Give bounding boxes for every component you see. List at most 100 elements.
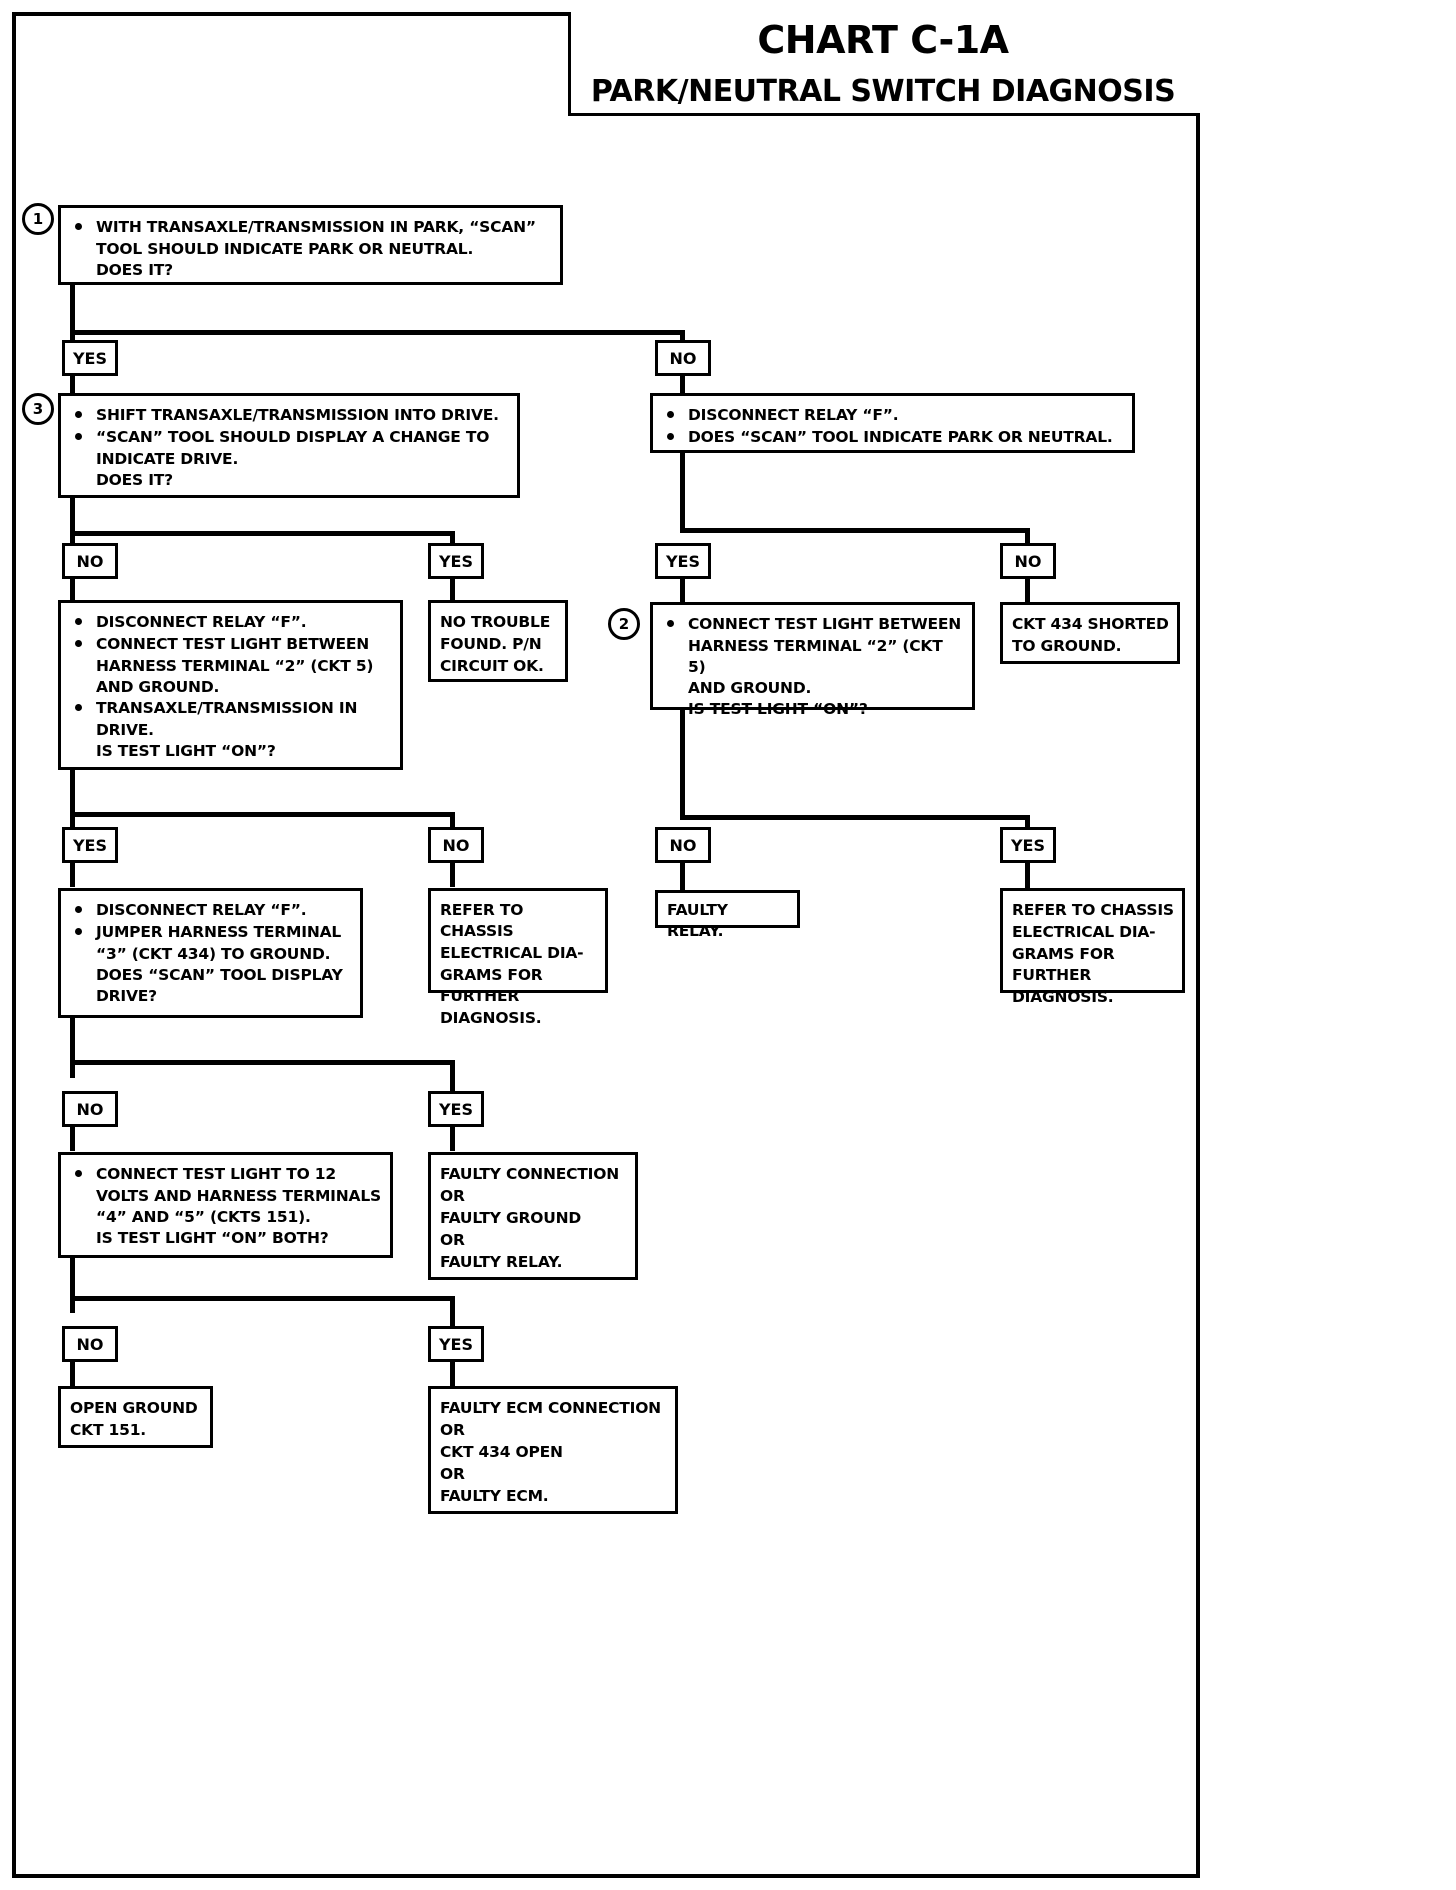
node-line: GRAMS FOR FURTHER: [440, 966, 543, 1006]
connector-jp-down: [70, 1018, 75, 1078]
connector-jp-right-down: [450, 1060, 455, 1093]
connector-n3-split: [70, 531, 455, 536]
node-line: “SCAN” TOOL SHOULD DISPLAY A CHANGE TO: [96, 428, 490, 447]
bullet-dot: [75, 640, 82, 648]
bullet-item: DISCONNECT RELAY “F”.: [71, 612, 392, 633]
node-line: DISCONNECT RELAY “F”.: [96, 901, 307, 919]
node-line: FAULTY CONNECTION: [440, 1165, 619, 1183]
bullet-item: “SCAN” TOOL SHOULD DISPLAY A CHANGE TO: [71, 427, 509, 448]
branch-label-no: NO: [655, 340, 711, 376]
bullet-item: TRANSAXLE/TRANSMISSION IN: [71, 698, 392, 719]
bullet-item: DISCONNECT RELAY “F”.: [71, 900, 352, 921]
connector-n3-yes-down: [450, 578, 455, 602]
node-open-ground: OPEN GROUND CKT 151.: [58, 1386, 213, 1448]
node-refer-chassis-left: REFER TO CHASSIS ELECTRICAL DIA- GRAMS F…: [428, 888, 608, 1027]
connector-jp-no-down: [70, 1126, 75, 1151]
branch-label-yes: YES: [62, 827, 118, 863]
node-line: DISCONNECT RELAY “F”.: [96, 613, 307, 631]
node-line: GRAMS FOR FURTHER: [1012, 945, 1115, 985]
node-line: FAULTY ECM CONNECTION: [440, 1399, 661, 1417]
connector-n2-down: [680, 710, 685, 820]
node-line: SHIFT TRANSAXLE/TRANSMISSION INTO DRIVE.: [96, 406, 499, 424]
node-line: OR: [440, 1465, 465, 1484]
connector-12v-no-down: [70, 1361, 75, 1386]
node-initial-check: WITH TRANSAXLE/TRANSMISSION IN PARK, “SC…: [58, 205, 563, 285]
node-line: CONNECT TEST LIGHT BETWEEN: [688, 615, 962, 633]
connector-n2-no-down: [680, 862, 685, 890]
node-line: “3” (CKT 434) TO GROUND.: [96, 945, 331, 964]
node-connect-test-light-ground: CONNECT TEST LIGHT BETWEEN HARNESS TERMI…: [650, 602, 975, 718]
node-line: WITH TRANSAXLE/TRANSMISSION IN PARK, “SC…: [96, 218, 536, 236]
bullet-dot: [667, 620, 674, 627]
node-line: IS TEST LIGHT “ON” BOTH?: [96, 1229, 329, 1248]
bullet-dot: [75, 433, 82, 441]
branch-label-no: NO: [62, 543, 118, 579]
bullet-dot: [667, 411, 674, 418]
node-line: CKT 434 SHORTED: [1012, 615, 1169, 633]
node-line: INDICATE DRIVE.: [96, 450, 239, 469]
branch-label-no: NO: [655, 827, 711, 863]
bullet-item: CONNECT TEST LIGHT BETWEEN: [663, 614, 964, 635]
bullet-item: DISCONNECT RELAY “F”.: [663, 405, 1124, 426]
bullet-dot: [75, 704, 82, 712]
connector-dt-split: [70, 812, 455, 817]
node-line: DISCONNECT RELAY “F”.: [688, 406, 899, 424]
node-refer-chassis-right: REFER TO CHASSIS ELECTRICAL DIA- GRAMS F…: [1000, 888, 1185, 1006]
node-line: OR: [440, 1421, 465, 1440]
node-line: FAULTY GROUND: [440, 1209, 582, 1228]
node-line: TRANSAXLE/TRANSMISSION IN: [96, 699, 358, 718]
node-faulty-relay: FAULTY RELAY.: [655, 890, 800, 940]
node-line: VOLTS AND HARNESS TERMINALS: [96, 1187, 381, 1206]
connector-rt-no-down: [1025, 578, 1030, 602]
node-line: OPEN GROUND: [70, 1399, 198, 1417]
bullet-item: WITH TRANSAXLE/TRANSMISSION IN PARK, “SC…: [71, 217, 552, 238]
branch-label-yes: YES: [62, 340, 118, 376]
node-line: TOOL SHOULD INDICATE PARK OR NEUTRAL.: [96, 240, 474, 259]
connector-rt-split: [680, 528, 1030, 533]
connector-rt-down: [680, 453, 685, 533]
branch-label-yes: YES: [428, 1326, 484, 1362]
node-line: “4” AND “5” (CKTS 151).: [96, 1208, 311, 1227]
bullet-dot: [75, 928, 82, 936]
branch-label-yes: YES: [1000, 827, 1056, 863]
node-line: ELECTRICAL DIA-: [440, 944, 584, 963]
bullet-dot: [75, 1170, 82, 1177]
connector-dt-right-down: [450, 812, 455, 829]
step-marker-2: 2: [608, 608, 640, 640]
node-line: HARNESS TERMINAL “2” (CKT 5): [688, 637, 943, 677]
bullet-item: DOES “SCAN” TOOL INDICATE PARK OR NEUTRA…: [663, 427, 1124, 448]
branch-label-no: NO: [1000, 543, 1056, 579]
bullet-item: CONNECT TEST LIGHT TO 12: [71, 1164, 382, 1185]
connector-jp-yes-down: [450, 1126, 455, 1151]
step-marker-1: 1: [22, 203, 54, 235]
node-line: REFER TO CHASSIS: [1012, 901, 1174, 919]
connector-yes1-n3: [70, 375, 75, 393]
connector-12v-down: [70, 1258, 75, 1313]
node-line: FAULTY RELAY.: [440, 1253, 563, 1272]
node-line: DIAGNOSIS.: [440, 1009, 542, 1028]
node-ckt434-shorted: CKT 434 SHORTED TO GROUND.: [1000, 602, 1180, 664]
node-test-light-12-volts: CONNECT TEST LIGHT TO 12 VOLTS AND HARNE…: [58, 1152, 393, 1258]
bullet-item: JUMPER HARNESS TERMINAL: [71, 922, 352, 943]
branch-label-yes: YES: [428, 543, 484, 579]
branch-label-no: NO: [62, 1326, 118, 1362]
node-line: DOES “SCAN” TOOL INDICATE PARK OR NEUTRA…: [688, 428, 1113, 447]
connector-n2-split: [680, 815, 1030, 820]
connector-12v-yes-down: [450, 1361, 455, 1386]
title-block: CHART C-1A PARK/NEUTRAL SWITCH DIAGNOSIS: [568, 12, 1200, 116]
connector-rt-yes-down: [680, 578, 685, 602]
node-faulty-connection-group: FAULTY CONNECTION OR FAULTY GROUND OR FA…: [428, 1152, 638, 1280]
connector-rt-right-down: [1025, 528, 1030, 548]
branch-label-no: NO: [62, 1091, 118, 1127]
node-line: CONNECT TEST LIGHT TO 12: [96, 1165, 336, 1183]
page-subtitle: PARK/NEUTRAL SWITCH DIAGNOSIS: [590, 74, 1176, 109]
node-line: FOUND. P/N: [440, 635, 542, 654]
connector-n3-right-down: [450, 531, 455, 548]
node-line: ELECTRICAL DIA-: [1012, 923, 1156, 942]
connector-n1-down: [70, 283, 75, 345]
node-jumper-harness: DISCONNECT RELAY “F”. JUMPER HARNESS TER…: [58, 888, 363, 1018]
connector-n3-no-down: [70, 578, 75, 602]
node-line: HARNESS TERMINAL “2” (CKT 5): [96, 657, 374, 676]
branch-label-yes: YES: [655, 543, 711, 579]
bullet-item: CONNECT TEST LIGHT BETWEEN: [71, 634, 392, 655]
